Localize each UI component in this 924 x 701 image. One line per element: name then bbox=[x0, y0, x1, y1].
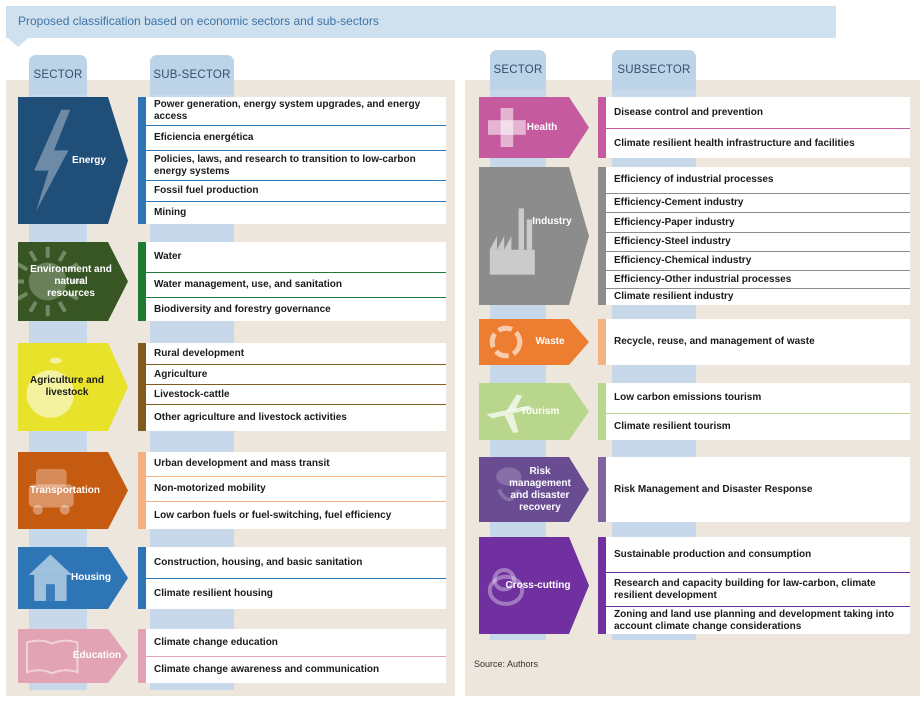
car-icon bbox=[28, 468, 74, 515]
subsector-item: Efficiency-Steel industry bbox=[606, 232, 910, 251]
subsector-item: Water management, use, and sanitation bbox=[146, 272, 446, 297]
sector-housing: Housing bbox=[18, 547, 128, 609]
sector-label: Energy bbox=[72, 154, 106, 166]
page-title: Proposed classification based on economi… bbox=[18, 14, 379, 28]
sector-label: Transportation bbox=[29, 484, 100, 496]
subsector-item: Agriculture bbox=[146, 364, 446, 384]
subsector-item: Low carbon emissions tourism bbox=[614, 392, 762, 403]
sector-label: Agriculture and livestock bbox=[30, 375, 104, 398]
subsector-item: Construction, housing, and basic sanitat… bbox=[154, 556, 363, 568]
sector-label: Industry bbox=[532, 216, 572, 227]
sector-education: Education bbox=[18, 629, 128, 683]
sector-label: Tourism bbox=[520, 405, 560, 417]
sector-energy: Energy bbox=[18, 97, 128, 224]
sector-tourism: Tourism bbox=[479, 383, 589, 440]
subsector-item: Zoning and land use planning and develop… bbox=[606, 606, 910, 634]
subsector-item: Fossil fuel production bbox=[146, 180, 446, 201]
subsector-item: Policies, laws, and research to transiti… bbox=[146, 150, 446, 180]
subsector-item: Climate resilient industry bbox=[606, 288, 910, 305]
subsector-item: Urban development and mass transit bbox=[154, 458, 330, 469]
sector-agriculture: Agriculture and livestock bbox=[18, 343, 128, 431]
factory-icon bbox=[489, 208, 535, 275]
subsector-item: Research and capacity building for law-c… bbox=[606, 572, 910, 606]
sector-label: Education bbox=[72, 650, 122, 661]
source-note: Source: Authors bbox=[474, 659, 539, 669]
subsector-item: Biodiversity and forestry governance bbox=[146, 297, 446, 321]
sector-label: Cross-cutting bbox=[505, 579, 571, 591]
sector-label: Waste bbox=[535, 336, 565, 347]
sector-waste: Waste bbox=[479, 319, 589, 365]
subsector-item: Rural development bbox=[154, 347, 245, 359]
house-icon bbox=[28, 554, 72, 601]
subsector-item: Efficiency-Paper industry bbox=[606, 212, 910, 232]
apple-icon bbox=[26, 357, 75, 418]
sector-industry: Industry bbox=[479, 167, 589, 305]
sector-label: Risk management and disaster recovery bbox=[509, 465, 571, 513]
sector-transportation: Transportation bbox=[18, 452, 128, 529]
subsector-item: Livestock-cattle bbox=[146, 384, 446, 404]
sector-label: Environment and natural resources bbox=[30, 263, 112, 299]
lightning-icon bbox=[34, 109, 71, 212]
subsector-item: Climate change awareness and communicati… bbox=[146, 656, 446, 683]
subsector-box-risk: Risk Management and Disaster Response bbox=[598, 457, 910, 522]
subsector-item: Sustainable production and consumption bbox=[614, 548, 812, 560]
sector-label: Health bbox=[526, 121, 558, 133]
subsector-item: Efficiency-Other industrial processes bbox=[606, 270, 910, 288]
cross-icon bbox=[488, 107, 526, 148]
sector-environment: Environment and natural resources bbox=[18, 242, 128, 321]
airplane-icon bbox=[486, 394, 533, 434]
title-banner: Proposed classification based on economi… bbox=[6, 6, 836, 38]
subsector-item: Recycle, reuse, and management of waste bbox=[614, 336, 815, 347]
subsector-box-waste: Recycle, reuse, and management of waste bbox=[598, 319, 910, 365]
sector-health: Health bbox=[479, 97, 589, 158]
title-banner-pointer bbox=[8, 38, 28, 47]
subsector-item: Efficiency of industrial processes bbox=[614, 174, 774, 185]
sector-crosscutting: Cross-cutting bbox=[479, 537, 589, 634]
subsector-item: Climate change education bbox=[154, 636, 278, 648]
subsector-box-energy: Power generation, energy system upgrades… bbox=[138, 97, 446, 224]
subsector-item: Mining bbox=[146, 201, 446, 224]
cloud-icon bbox=[487, 567, 525, 606]
sector-label: Housing bbox=[71, 572, 111, 583]
subsector-item: Eficiencia energética bbox=[146, 125, 446, 150]
subsector-item: Other agriculture and livestock activiti… bbox=[146, 404, 446, 431]
subsector-item: Climate resilient housing bbox=[146, 578, 446, 609]
subsector-item: Efficiency-Cement industry bbox=[606, 193, 910, 212]
subsector-item: Non-motorized mobility bbox=[146, 476, 446, 501]
subsector-item: Climate resilient tourism bbox=[606, 413, 910, 440]
recycle-icon bbox=[489, 325, 523, 359]
right-sector-header: SECTOR bbox=[490, 50, 546, 90]
subsector-item: Low carbon fuels or fuel-switching, fuel… bbox=[146, 501, 446, 529]
sector-risk: Risk management and disaster recovery bbox=[479, 457, 589, 522]
storm-icon bbox=[496, 467, 522, 502]
left-subsector-header: SUB-SECTOR bbox=[150, 55, 234, 95]
right-subsector-header: SUBSECTOR bbox=[612, 50, 696, 90]
subsector-item: Power generation, energy system upgrades… bbox=[154, 99, 421, 122]
subsector-item: Climate resilient health infrastructure … bbox=[606, 128, 910, 158]
subsector-box-housing: Construction, housing, and basic sanitat… bbox=[138, 547, 446, 609]
left-sector-header: SECTOR bbox=[29, 55, 87, 95]
sun-icon bbox=[18, 246, 83, 317]
subsector-item: Risk Management and Disaster Response bbox=[614, 483, 813, 495]
subsector-item: Efficiency-Chemical industry bbox=[606, 251, 910, 270]
subsector-item: Water bbox=[154, 251, 182, 262]
subsector-item: Disease control and prevention bbox=[614, 106, 763, 118]
book-icon bbox=[26, 639, 79, 675]
